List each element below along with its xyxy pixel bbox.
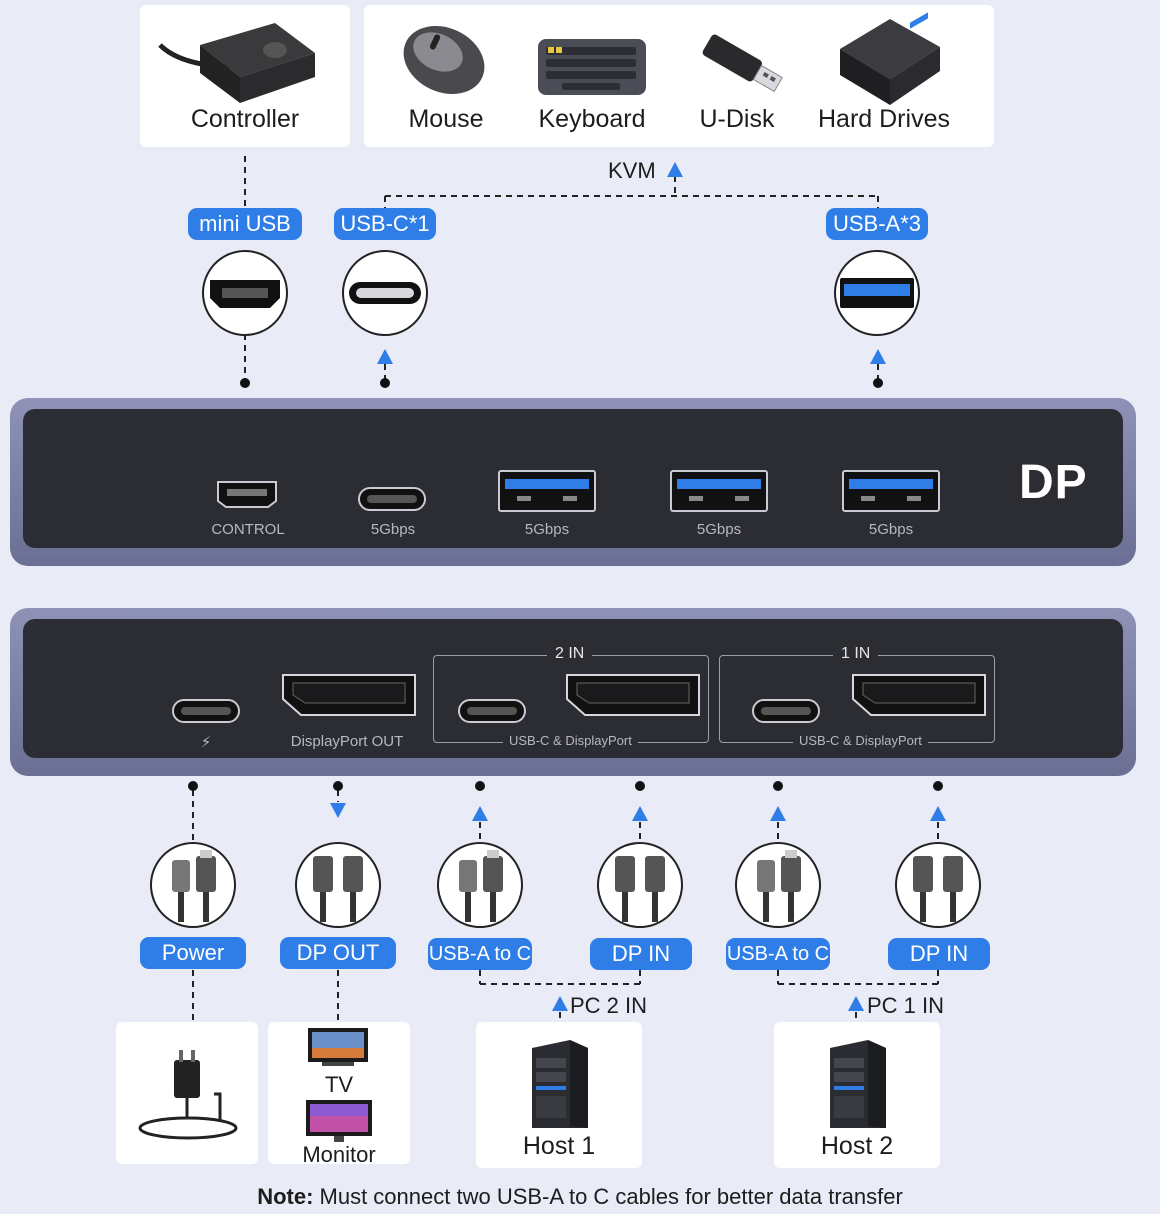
usb-a-to-c-cable-icon-1 [735, 842, 821, 928]
tv-label: TV [324, 1072, 354, 1097]
usb-a-to-c-cable-icon-2 [437, 842, 523, 928]
input-group-1-title: 1 IN [833, 645, 879, 663]
usb-a-port-icon [834, 250, 920, 336]
dp-in-cable-icon-1 [895, 842, 981, 928]
input-group-2-sub: USB-C & DisplayPort [503, 733, 638, 748]
power-symbol: ⚡ [200, 734, 212, 751]
dp-in-port-2 [566, 674, 700, 716]
host2-card: Host 2 [774, 1022, 940, 1168]
dp-out-port [282, 674, 416, 716]
rear-panel: ⚡ DisplayPort OUT 2 IN USB-C & DisplayPo… [10, 608, 1136, 776]
control-label: CONTROL [211, 521, 285, 538]
usb-c-in-port-1 [752, 699, 820, 723]
host1-label: Host 1 [522, 1132, 596, 1160]
mouse-label: Mouse [408, 105, 484, 133]
dp-in-port-1 [852, 674, 986, 716]
dp-in-pill-1: DP IN [888, 938, 990, 970]
hard-drive-icon [840, 12, 940, 105]
power-usb-c-port [172, 699, 240, 723]
mini-usb-pill: mini USB [188, 208, 302, 240]
front-panel: CONTROL 5Gbps 5Gbps 5Gbps [10, 398, 1136, 566]
controller-label: Controller [190, 105, 300, 133]
note-bold: Note: [257, 1184, 314, 1209]
monitor-icon [306, 1100, 372, 1142]
control-port [217, 481, 277, 508]
input-group-2-title: 2 IN [547, 645, 593, 663]
usb-a-to-c-pill-2: USB-A to C [428, 938, 532, 970]
dp-out-label: DisplayPort OUT [290, 733, 404, 750]
monitor-label: Monitor [302, 1142, 376, 1167]
host2-computer-icon [830, 1040, 886, 1128]
pc1-in-label: PC 1 IN [867, 993, 945, 1018]
rear-panel-face: ⚡ DisplayPort OUT 2 IN USB-C & DisplayPo… [23, 619, 1123, 758]
dp-in-cable-icon-2 [597, 842, 683, 928]
host1-card: Host 1 [476, 1022, 642, 1168]
peripherals-card: Mouse Keyboard U-Disk Hard Drives [364, 5, 994, 147]
front-panel-face: CONTROL 5Gbps 5Gbps 5Gbps [23, 409, 1123, 548]
keyboard-label: Keyboard [538, 105, 646, 133]
front-usb-c-port [358, 487, 426, 511]
dp-out-pill: DP OUT [280, 937, 396, 969]
usb-c-speed-label: 5Gbps [370, 521, 416, 538]
mini-usb-port-icon [202, 250, 288, 336]
usb-c-pill: USB-C*1 [334, 208, 436, 240]
front-usb-a-port-3 [842, 470, 940, 512]
usb-a-to-c-pill-1: USB-A to C [726, 938, 830, 970]
host2-label: Host 2 [820, 1132, 894, 1160]
keyboard-icon [538, 39, 646, 95]
power-cable-icon [150, 842, 236, 928]
front-usb-a-port-2 [670, 470, 768, 512]
dp-out-cable-icon [295, 842, 381, 928]
u-disk-label: U-Disk [699, 105, 775, 133]
display-card: TV Monitor [268, 1022, 410, 1167]
dp-logo: DP [1019, 456, 1088, 509]
usb-a-speed-label-1: 5Gbps [524, 521, 570, 538]
note: Note: Must connect two USB-A to C cables… [0, 1184, 1160, 1210]
dp-in-pill-2: DP IN [590, 938, 692, 970]
kvm-label: KVM [608, 158, 656, 183]
pc2-in-label: PC 2 IN [570, 993, 648, 1018]
usb-c-port-icon [342, 250, 428, 336]
power-adapter-card [116, 1022, 258, 1164]
power-pill: Power [140, 937, 246, 969]
front-usb-a-port-1 [498, 470, 596, 512]
usb-a-speed-label-2: 5Gbps [696, 521, 742, 538]
controller-icon [158, 23, 315, 103]
input-group-1-sub: USB-C & DisplayPort [793, 733, 928, 748]
usb-a-speed-label-3: 5Gbps [868, 521, 914, 538]
host1-computer-icon [532, 1040, 588, 1128]
tv-icon [308, 1028, 368, 1066]
u-disk-icon [702, 34, 783, 93]
hard-drives-label: Hard Drives [818, 105, 950, 133]
usb-c-in-port-2 [458, 699, 526, 723]
note-text: Must connect two USB-A to C cables for b… [313, 1184, 903, 1209]
mouse-icon [403, 25, 485, 95]
power-adapter-icon [138, 1050, 238, 1140]
controller-card: Controller [140, 5, 350, 147]
usb-a-pill: USB-A*3 [826, 208, 928, 240]
